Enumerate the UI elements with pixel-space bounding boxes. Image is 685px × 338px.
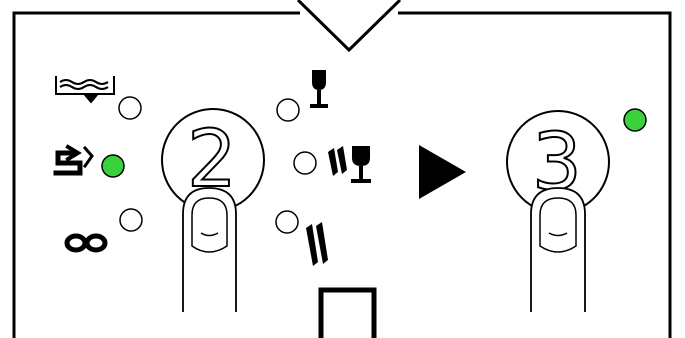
infinity-icon bbox=[67, 236, 105, 250]
water-level-icon bbox=[56, 76, 114, 102]
indicator-led-brush bbox=[276, 211, 298, 233]
fingernail bbox=[192, 198, 227, 252]
glass-icon bbox=[310, 70, 328, 108]
indicator-led-next bbox=[624, 109, 646, 131]
brush-glass-icon bbox=[328, 146, 371, 183]
indicator-led-infinity bbox=[120, 209, 142, 231]
indicator-led-glass bbox=[277, 99, 299, 121]
indicator-led-brush-glass bbox=[294, 152, 316, 174]
indicator-led-cycle bbox=[102, 155, 124, 177]
fingernail-2 bbox=[540, 198, 576, 252]
cycle-icon bbox=[56, 147, 92, 173]
play-arrow-icon bbox=[419, 145, 466, 199]
indicator-led-water bbox=[119, 97, 141, 119]
brush-icon bbox=[306, 222, 328, 266]
bottom-outline bbox=[321, 290, 374, 338]
down-arrow-icon bbox=[298, 0, 400, 50]
